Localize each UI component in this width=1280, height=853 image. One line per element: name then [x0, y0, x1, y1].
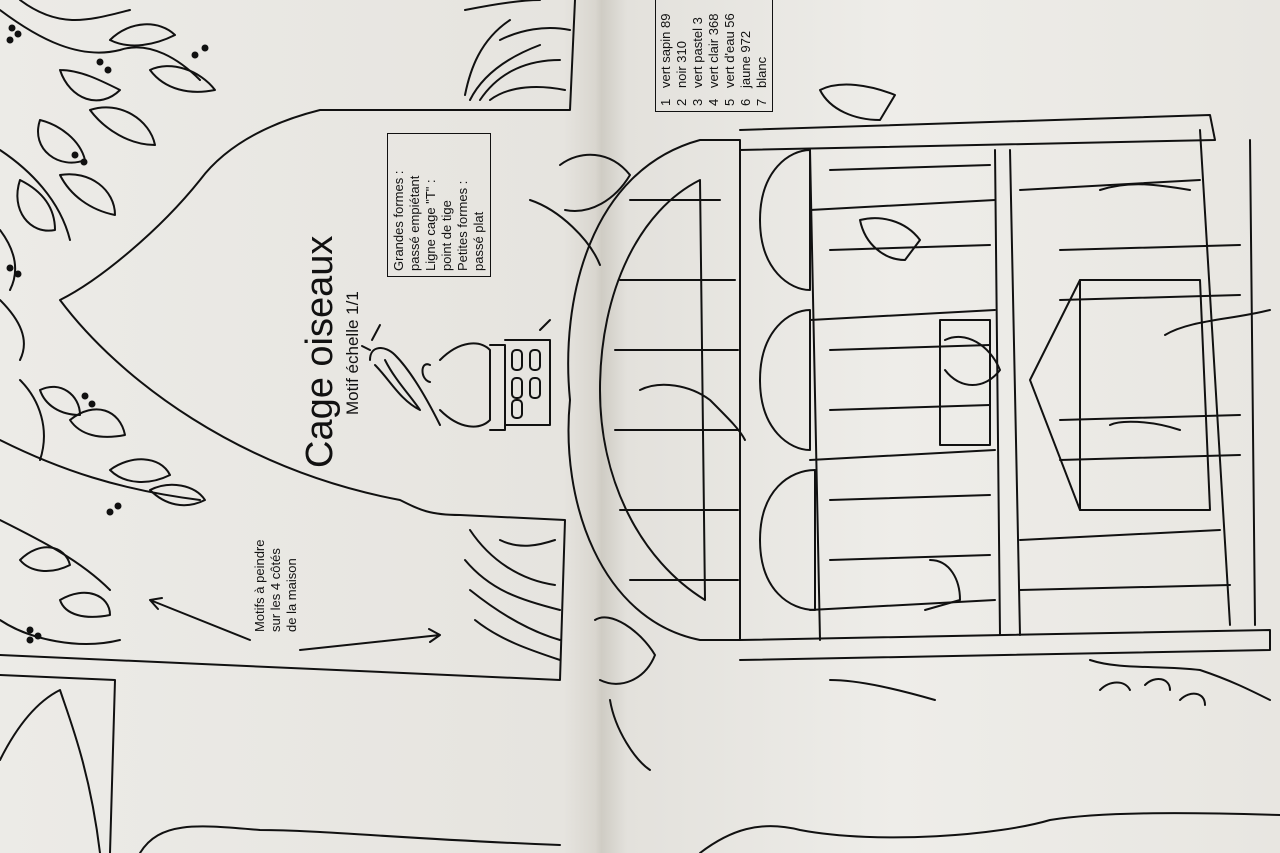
legend-row: 1vert sapin 89: [658, 13, 673, 106]
frame-bottom-inner: [0, 689, 101, 853]
arrow-left: [149, 597, 251, 641]
note-line: de la maison: [284, 558, 299, 632]
instruction-line: passé plat: [471, 211, 486, 271]
grass-tuft-top: [464, 0, 571, 101]
pillar-ornament: [421, 319, 551, 431]
bird-perched-left: [361, 324, 441, 426]
note-line: Motifs à peindre: [252, 539, 267, 633]
foliage-left-middle: [0, 299, 206, 645]
grass-tuft-bottom: [464, 529, 561, 661]
legend-row: 2noir 310: [674, 41, 689, 106]
legend-row: 5vert d'eau 56: [722, 13, 737, 106]
vine-bottom-right: [1089, 659, 1271, 706]
legend-row: 7blanc: [754, 56, 769, 106]
instruction-line: Grandes formes :: [391, 170, 406, 271]
frame-bottom-left-box: [0, 674, 116, 853]
legend-row: 4vert clair 368: [706, 13, 721, 106]
instruction-line: Ligne cage "T" :: [423, 179, 438, 271]
legend-row: 6jaune 972: [738, 30, 753, 106]
frame-bottom-right: [699, 812, 1280, 853]
note-line: sur les 4 côtés: [268, 548, 283, 632]
ornamental-frame: [0, 0, 576, 681]
birds-on-cage: [529, 83, 1271, 771]
frame-bottom-edge: [139, 825, 561, 853]
motif-note: Motifs à peindre sur les 4 côtés de la m…: [252, 540, 300, 633]
instruction-line: point de tige: [439, 200, 454, 271]
page-subtitle: Motif échelle 1/1: [343, 291, 362, 415]
instruction-line: Petites formes :: [455, 180, 470, 271]
instruction-line: passé empiétant: [407, 175, 422, 271]
birdcage: [567, 114, 1271, 661]
page-title: Cage oiseaux: [299, 235, 341, 468]
color-legend-box: 1vert sapin 89 2noir 310 3vert pastel 3 …: [655, 0, 773, 112]
legend-row: 3vert pastel 3: [690, 17, 705, 106]
stitch-instructions-box: Grandes formes : passé empiétant Ligne c…: [387, 133, 491, 277]
arrow-right: [299, 628, 441, 651]
foliage-top-left: [0, 0, 216, 291]
